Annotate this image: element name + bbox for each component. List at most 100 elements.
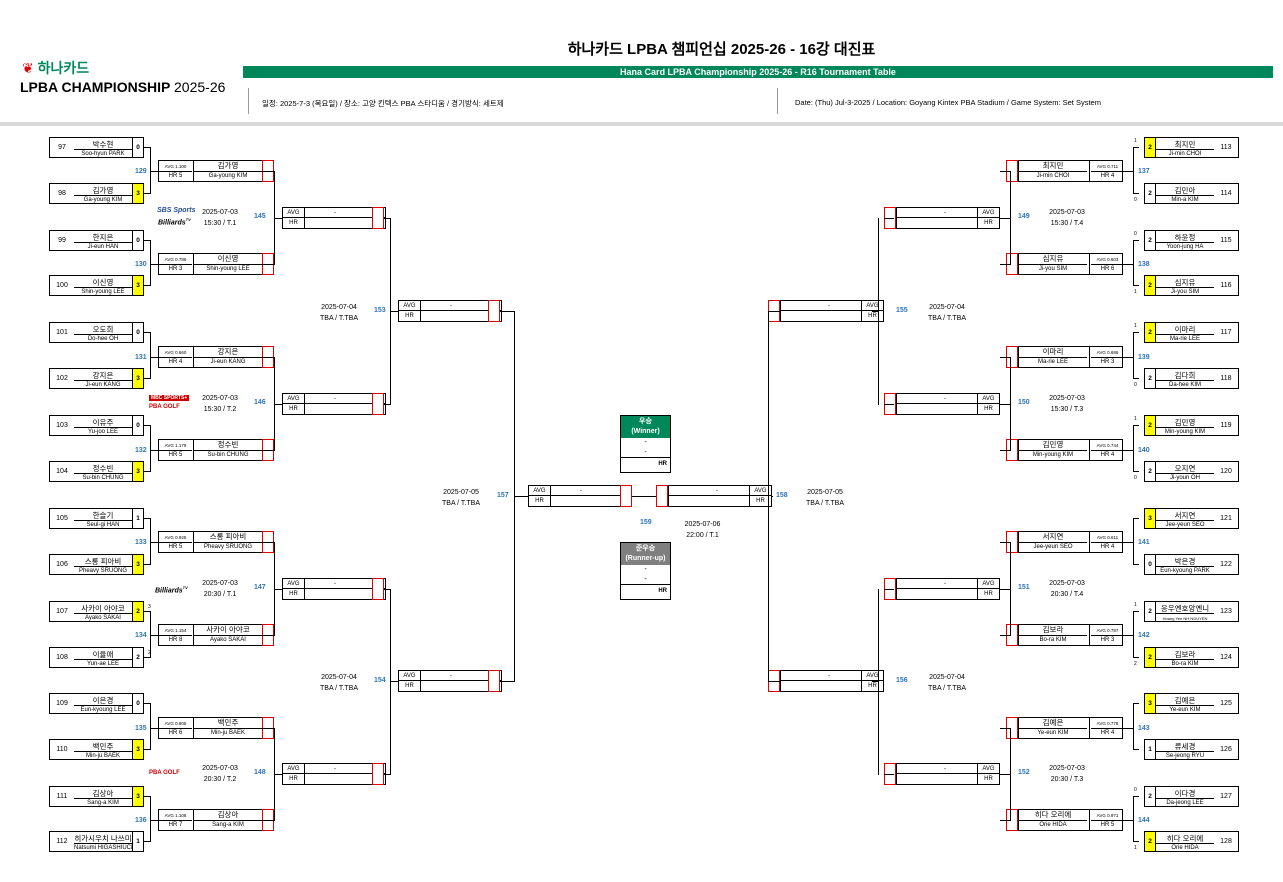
set-score: 2 xyxy=(1144,322,1156,343)
seed-number: 126 xyxy=(1214,739,1239,760)
hr-label: HR xyxy=(283,404,305,414)
tiebreak-score: 2 xyxy=(148,650,151,656)
avg-label: AVG xyxy=(977,208,999,218)
bracket-line xyxy=(884,404,894,405)
winner-name-korean: 김민영 xyxy=(1019,440,1087,451)
avg-value: - xyxy=(828,673,830,679)
match-time: TBA / T.TBA xyxy=(320,315,358,322)
tiebreak-score: 0 xyxy=(1134,231,1137,237)
set-score: 3 xyxy=(132,786,144,807)
bracket-line xyxy=(768,311,780,312)
match-number: 137 xyxy=(1138,168,1150,175)
tiebreak-score: 0 xyxy=(1134,382,1137,388)
mbc-sports-logo: MBC SPORTS+ xyxy=(149,395,190,401)
player-name-english: Hoang Yen NH NGUYEN xyxy=(1156,613,1214,622)
match-avg: AVG 0.711 xyxy=(1091,162,1124,172)
bracket-line xyxy=(390,589,391,775)
avg-label: AVG xyxy=(977,394,999,404)
set-score: 0 xyxy=(132,137,144,158)
winner-name-english: Orie HIDA xyxy=(1039,822,1067,828)
runner-up-name: - xyxy=(644,566,647,573)
match-date: 2025-07-03 xyxy=(1049,395,1085,402)
bracket-line xyxy=(1133,285,1139,286)
bracket-line xyxy=(1000,357,1010,358)
bracket-line xyxy=(274,404,282,405)
player-name-korean: 김민영 xyxy=(1174,418,1196,427)
bracket-line xyxy=(274,218,282,219)
winner-name-english: Shin-young LEE xyxy=(206,266,250,272)
bracket-line xyxy=(144,425,150,426)
bracket-line xyxy=(1010,542,1011,636)
bracket-line xyxy=(144,564,150,565)
bracket-line xyxy=(878,218,879,405)
bracket-line xyxy=(1123,820,1133,821)
cell-divider xyxy=(1089,161,1090,181)
runner-up-sub: - xyxy=(621,575,670,585)
seed-number: 120 xyxy=(1214,461,1239,482)
seed-number: 123 xyxy=(1214,601,1239,622)
set-score: 0 xyxy=(132,322,144,343)
avg-value: - xyxy=(334,766,336,772)
player-name-english: Shin-young LEE xyxy=(74,287,132,296)
seed-number: 122 xyxy=(1214,554,1239,575)
player-name-korean: 이율애 xyxy=(92,650,114,659)
hr-label: HR xyxy=(861,311,883,321)
bracket-line xyxy=(144,657,150,658)
winner-name-korean: 김상아 xyxy=(194,810,262,821)
player-name-english: Yoon-jung HA xyxy=(1156,242,1214,251)
page-title: 하나카드 LPBA 챔피언십 2025-26 - 16강 대진표 xyxy=(567,41,876,58)
bracket-line xyxy=(262,264,274,265)
bracket-line xyxy=(262,357,274,358)
hr-label: HR xyxy=(977,404,999,414)
winner-name-english: Ji-min CHOI xyxy=(1036,173,1070,179)
bracket-line xyxy=(150,264,158,265)
winner-name-korean: 이마리 xyxy=(1019,347,1087,358)
match-number: 129 xyxy=(135,168,147,175)
bracket-line xyxy=(1000,450,1010,451)
set-score: 0 xyxy=(1144,554,1156,575)
bracket-line xyxy=(1133,425,1134,472)
match-hr: HR 6 xyxy=(168,730,183,736)
hr-row: HR xyxy=(781,311,883,321)
player-name-english: Min-young KIM xyxy=(1156,427,1214,436)
avg-label: AVG xyxy=(529,486,551,496)
seed-number: 116 xyxy=(1214,275,1239,296)
avg-value: - xyxy=(944,210,946,216)
avg-row: -AVG xyxy=(781,301,883,311)
match-time: 20:30 / T.4 xyxy=(1050,591,1084,598)
match-hr: HR 5 xyxy=(168,544,183,550)
avg-row: AVG- xyxy=(283,208,385,218)
bracket-line xyxy=(150,635,158,636)
match-number: 131 xyxy=(135,354,147,361)
bracket-line xyxy=(1000,218,1010,219)
seed-number: 104 xyxy=(49,461,74,482)
match-number: 150 xyxy=(1018,399,1030,406)
match-hr: HR 7 xyxy=(168,822,183,828)
match-hr: HR 6 xyxy=(1100,266,1115,272)
avg-row: -AVG xyxy=(781,671,883,681)
hr-row: HR xyxy=(283,404,385,414)
tiebreak-score: 0 xyxy=(1134,197,1137,203)
avg-row: AVG- xyxy=(283,394,385,404)
bracket-line xyxy=(768,681,780,682)
winner-name-english: Sang-a KIM xyxy=(212,822,244,828)
player-name-english: Yu-joo LEE xyxy=(74,427,132,436)
hr-label: HR xyxy=(977,589,999,599)
player-name-korean: 히가시우치 나쓰미 xyxy=(74,834,132,843)
logo-lpba: LPBA CHAMPIONSHIP 2025-26 xyxy=(20,79,226,95)
winner-name-korean: 김예은 xyxy=(1019,718,1087,729)
seed-number: 107 xyxy=(49,601,74,622)
